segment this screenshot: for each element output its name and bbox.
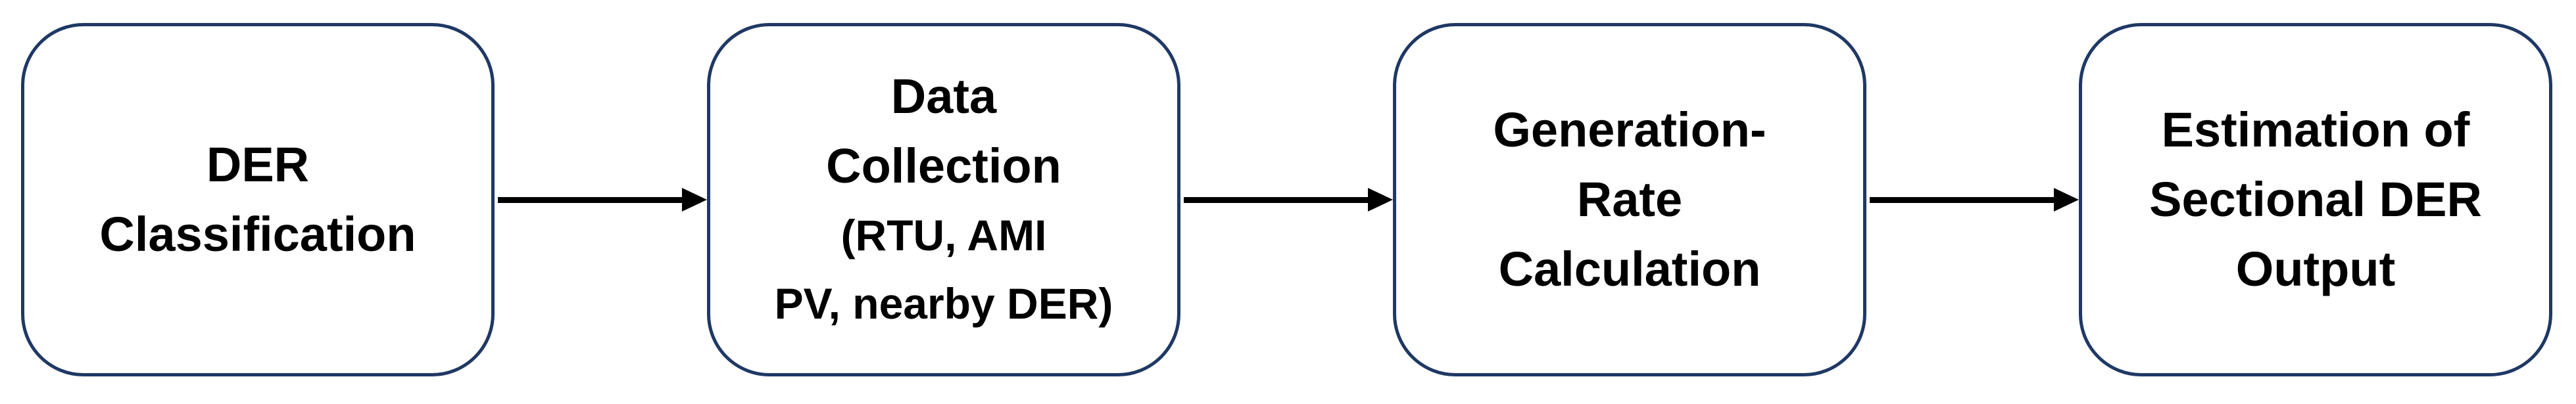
flow-arrow-3-to-4: [1870, 188, 2079, 212]
step-3-line-3: Calculation: [1498, 242, 1761, 296]
arrow-head-icon: [2054, 188, 2079, 212]
flow-arrow-1-to-2: [498, 188, 707, 212]
arrow-shaft: [498, 197, 683, 203]
arrow-head-icon: [1368, 188, 1393, 212]
step-3-line-1: Generation-: [1493, 102, 1766, 157]
step-generation-rate-calculation-box: Generation- Rate Calculation: [1393, 23, 1866, 376]
arrow-shaft: [1184, 197, 1369, 203]
step-2-line-1: Data: [890, 69, 997, 123]
step-data-collection-box: Data Collection (RTU, AMI PV, nearby DER…: [707, 23, 1180, 376]
flow-arrow-2-to-3: [1184, 188, 1393, 212]
step-4-line-3: Output: [2235, 242, 2396, 296]
step-estimation-sectional-der-output-box: Estimation of Sectional DER Output: [2079, 23, 2552, 376]
step-2-subline-1: (RTU, AMI: [840, 211, 1047, 259]
step-2-line-2: Collection: [826, 139, 1061, 193]
step-2-subline-2: PV, nearby DER): [774, 279, 1113, 328]
step-1-line-1: DER: [206, 137, 310, 192]
arrow-head-icon: [682, 188, 707, 212]
step-4-line-2: Sectional DER: [2149, 172, 2482, 227]
step-4-line-1: Estimation of: [2161, 102, 2470, 157]
arrow-shaft: [1870, 197, 2055, 203]
step-der-classification-box: DER Classification: [21, 23, 495, 376]
step-1-line-2: Classification: [99, 207, 416, 261]
step-3-line-2: Rate: [1576, 172, 1683, 227]
